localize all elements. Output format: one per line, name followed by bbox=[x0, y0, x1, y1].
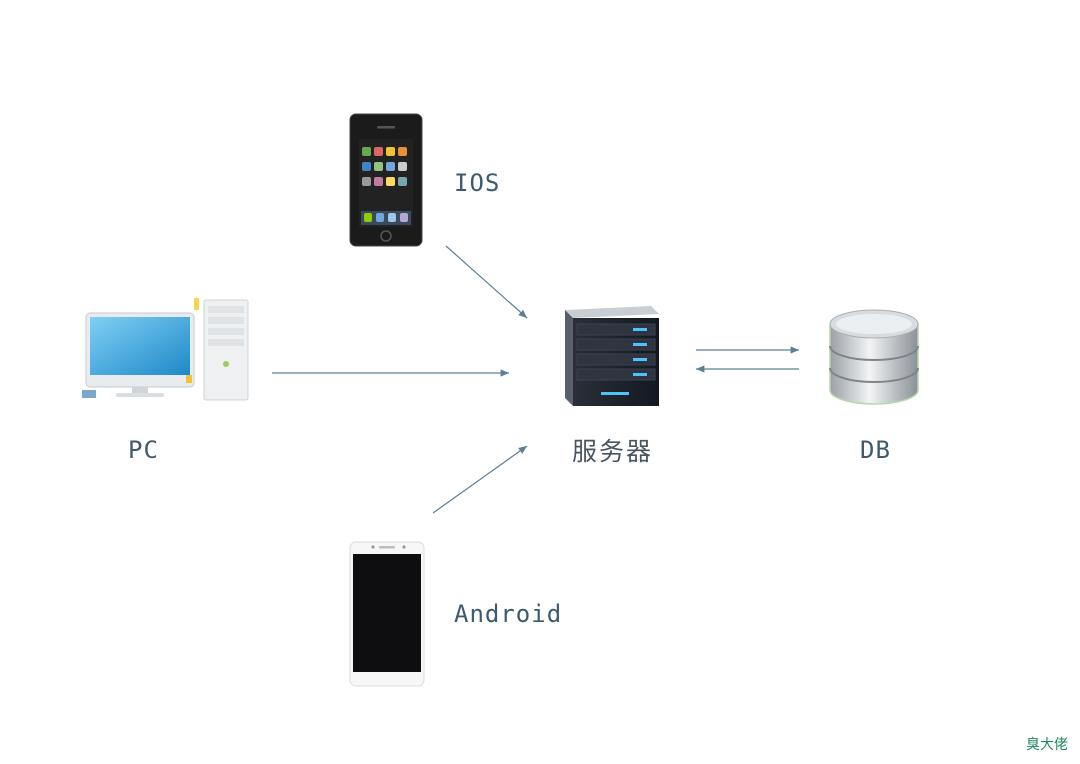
arrow-android-to-server bbox=[432, 445, 528, 514]
arrow-ios-to-server bbox=[445, 245, 528, 319]
database-icon bbox=[829, 309, 919, 405]
watermark-text: 臭大佬 bbox=[1026, 737, 1068, 753]
ios-label: IOS bbox=[454, 169, 501, 197]
android-label: Android bbox=[454, 600, 563, 628]
db-label: DB bbox=[860, 436, 891, 464]
pc-label: PC bbox=[128, 436, 159, 464]
iphone-icon bbox=[349, 113, 423, 247]
android-phone-icon bbox=[349, 541, 425, 687]
desktop-pc-icon bbox=[82, 298, 249, 401]
server-label: 服务器 bbox=[572, 437, 654, 466]
server-rack-icon bbox=[565, 306, 659, 406]
